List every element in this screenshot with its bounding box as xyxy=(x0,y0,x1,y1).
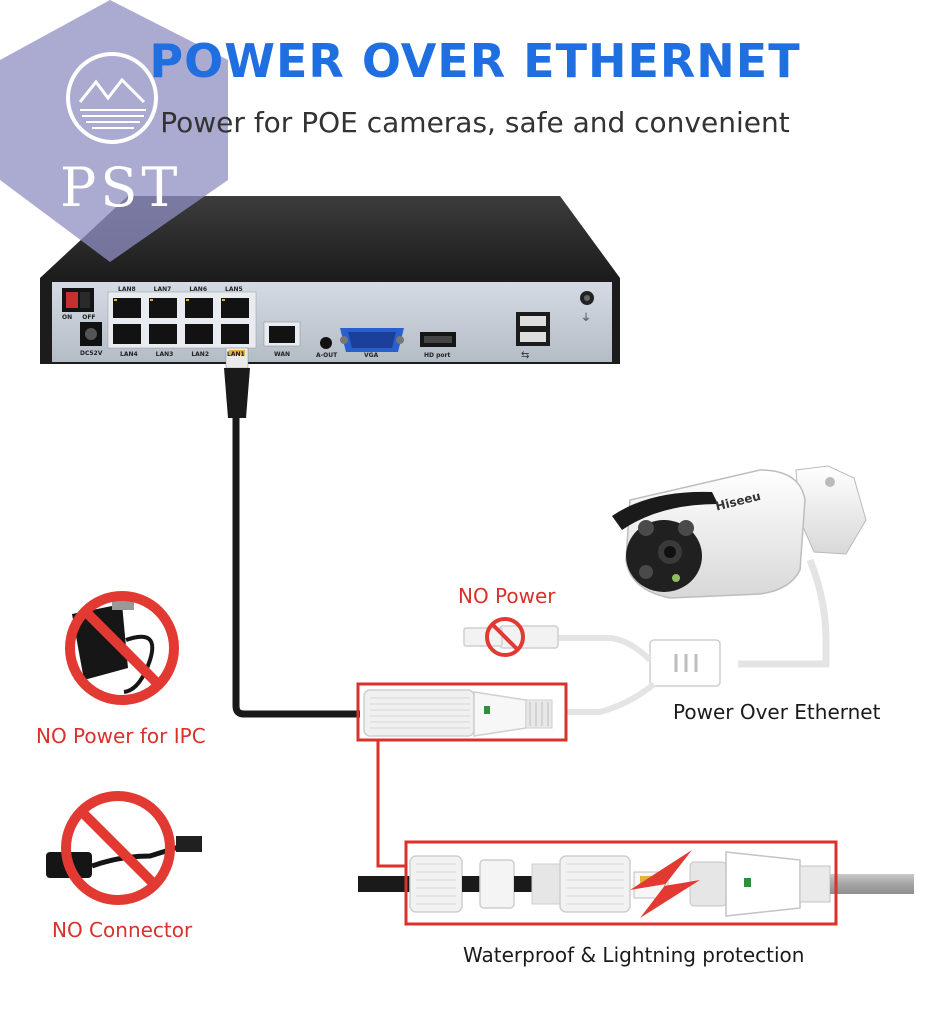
aout-label: A-OUT xyxy=(316,352,337,359)
nvr-switch-labels: ON OFF xyxy=(62,314,102,321)
lan-label: LAN2 xyxy=(191,351,209,358)
lightning-icon xyxy=(630,850,700,918)
waterproof-connector-assembly xyxy=(358,852,914,916)
no-power-ipc-label: NO Power for IPC xyxy=(36,724,206,748)
no-connector-label: NO Connector xyxy=(52,918,192,942)
page-subtitle: Power for POE cameras, safe and convenie… xyxy=(0,106,950,139)
connector-prohibition xyxy=(46,796,202,900)
power-adapter-prohibition xyxy=(70,596,174,700)
page-title: POWER OVER ETHERNET xyxy=(0,34,950,88)
svg-text:⇆: ⇆ xyxy=(521,350,529,361)
svg-text:⏚: ⏚ xyxy=(581,312,591,324)
lan-label: LAN6 xyxy=(189,286,207,293)
watermark-text: PST xyxy=(60,156,181,219)
vga-label: VGA xyxy=(364,352,378,359)
dc-label: DC52V xyxy=(80,350,102,357)
switch-on-label: ON xyxy=(62,314,72,321)
poe-connector-female xyxy=(364,690,552,736)
poe-label: Power Over Ethernet xyxy=(673,700,880,724)
switch-off-label: OFF xyxy=(82,314,95,321)
lan-label: LAN3 xyxy=(156,351,174,358)
lan-bottom-labels: LAN4 LAN3 LAN2 LAN1 xyxy=(120,351,260,358)
wan-label: WAN xyxy=(274,351,290,358)
lan-label: LAN7 xyxy=(154,286,172,293)
waterproof-label: Waterproof & Lightning protection xyxy=(463,943,804,967)
lan-label: LAN1 xyxy=(227,351,245,358)
highlight-leader-line xyxy=(378,740,406,866)
no-power-label: NO Power xyxy=(458,584,556,608)
lan-top-labels: LAN8 LAN7 LAN6 LAN5 xyxy=(118,286,258,293)
hdmi-label: HD port xyxy=(424,352,450,359)
ethernet-cable-nvr xyxy=(224,348,360,714)
lan-label: LAN8 xyxy=(118,286,136,293)
lan-label: LAN5 xyxy=(225,286,243,293)
lan-label: LAN4 xyxy=(120,351,138,358)
